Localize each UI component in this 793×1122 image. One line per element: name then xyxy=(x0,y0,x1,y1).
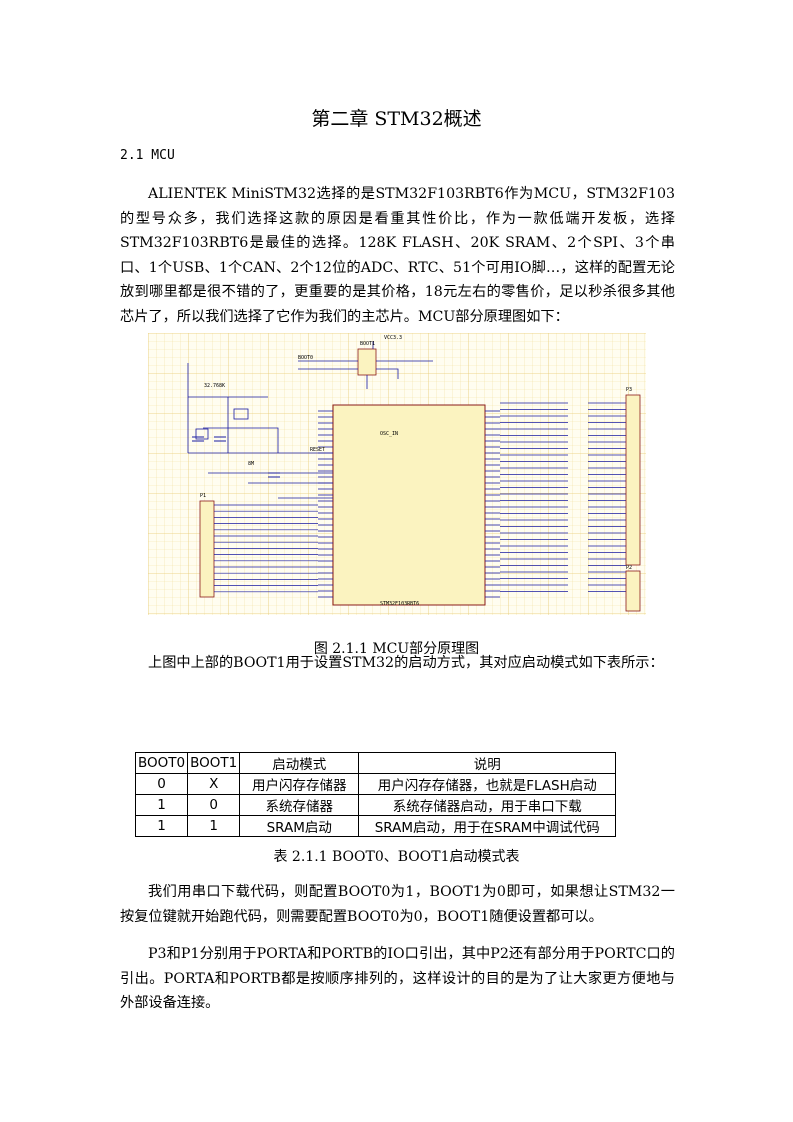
table-header-cell: 说明 xyxy=(358,752,617,774)
table-header-cell: BOOT0 xyxy=(134,752,189,774)
table-cell: 1 xyxy=(134,815,189,837)
table-cell: SRAM启动，用于在SRAM中调试代码 xyxy=(358,815,617,837)
table-caption: 表 2.1.1 BOOT0、BOOT1启动模式表 xyxy=(273,849,520,865)
table-header-cell: BOOT1 xyxy=(187,752,241,774)
table-cell: 0 xyxy=(187,794,241,816)
chip-label: STM32F103RBT6 xyxy=(380,601,419,607)
table-cell: 用户闪存存储器 xyxy=(239,773,360,795)
chapter-title: 第二章 STM32概述 xyxy=(311,108,482,130)
table-cell: SRAM启动 xyxy=(239,815,360,837)
table-header-row: BOOT0 BOOT1 启动模式 说明 xyxy=(134,752,617,774)
table-cell: 用户闪存存储器，也就是FLASH启动 xyxy=(358,773,617,795)
table-row: 1 0 系统存储器 系统存储器启动，用于串口下载 xyxy=(134,794,617,816)
table-cell: X xyxy=(187,773,241,795)
boot-intro-paragraph: 上图中上部的BOOT1用于设置STM32的启动方式，其对应启动模式如下表所示： xyxy=(148,655,664,671)
ports-paragraph: P3和P1分别用于PORTA和PORTB的IO口引出，其中P2还有部分用于POR… xyxy=(120,946,675,1011)
table-cell: 系统存储器启动，用于串口下载 xyxy=(358,794,617,816)
header-p2-label: P2 xyxy=(626,565,632,571)
crystal-32k-label: 32.768K xyxy=(204,383,225,389)
reset-label: RESET xyxy=(310,447,325,453)
header-p3-label: P3 xyxy=(626,387,632,393)
vcc-label: VCC3.3 xyxy=(384,335,402,341)
boot0-label: BOOT0 xyxy=(298,355,313,361)
table-header-cell: 启动模式 xyxy=(239,752,360,774)
header-p1-label: P1 xyxy=(200,493,206,499)
intro-paragraph: ALIENTEK MiniSTM32选择的是STM32F103RBT6作为MCU… xyxy=(120,186,675,325)
mcu-schematic-figure: OSC_IN STM32F103RBT6 BOOT0 BOOT1 RESET 8… xyxy=(148,333,646,615)
table-row: 1 1 SRAM启动 SRAM启动，用于在SRAM中调试代码 xyxy=(134,815,617,837)
section-heading: 2.1 MCU xyxy=(120,148,175,163)
table-cell: 1 xyxy=(134,794,189,816)
table-cell: 0 xyxy=(134,773,189,795)
table-row: 0 X 用户闪存存储器 用户闪存存储器，也就是FLASH启动 xyxy=(134,773,617,795)
boot1-label: BOOT1 xyxy=(360,341,375,347)
boot-mode-table: BOOT0 BOOT1 启动模式 说明 0 X 用户闪存存储器 用户闪存存储器，… xyxy=(134,752,617,837)
table-cell: 系统存储器 xyxy=(239,794,360,816)
svg-text:OSC_IN: OSC_IN xyxy=(380,431,398,437)
table-cell: 1 xyxy=(187,815,241,837)
crystal-8m-label: 8M xyxy=(248,461,254,467)
figure-caption: 图 2.1.1 MCU部分原理图 xyxy=(313,641,480,657)
download-paragraph: 我们用串口下载代码，则配置BOOT0为1，BOOT1为0即可，如果想让STM32… xyxy=(120,884,675,925)
